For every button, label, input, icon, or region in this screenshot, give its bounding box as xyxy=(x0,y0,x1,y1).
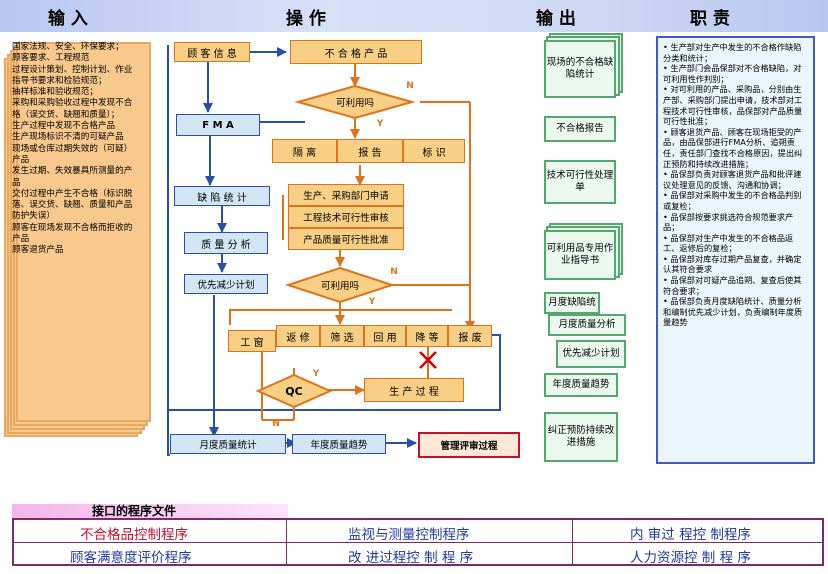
input-item: 顾客退货产品 xyxy=(12,245,64,256)
doc-monitor-measure[interactable]: 监视与测量控制程序 xyxy=(348,527,470,543)
header-input: 输 入 xyxy=(48,9,88,29)
output-monthly-analysis: 月度质量分析 xyxy=(548,314,626,336)
duty-item: • 品保部对库存过期产品复查，并确定认其符合要求 xyxy=(663,253,802,275)
duty-item: • 顾客退货产品、顾客在现场拒受的产品，由品保部进行FMA分析、追朔责任，责任部… xyxy=(663,126,803,169)
input-item: 发生过期、失效暴具所测量的产品 xyxy=(12,166,133,188)
isolate-box: 隔 离 xyxy=(272,139,337,163)
output-yearly-trend: 年度质量趋势 xyxy=(544,373,618,397)
duty-item: • 品保部负责对顾客退货产品和批评建议处理意见的反馈、沟通和协调； xyxy=(663,169,802,190)
screen-box: 筛 选 xyxy=(320,325,364,347)
input-item: 采购和采购验收过程中发现不合格（误交货、缺翘和质量）； xyxy=(12,98,133,120)
output-tech-feasibility: 技术可行性处理单 xyxy=(544,160,616,204)
duty-item: • 品保部对可疑产品追朔、复查后使其符合要求； xyxy=(663,275,802,296)
report-box: 报 告 xyxy=(337,139,403,163)
header-output: 输 出 xyxy=(536,9,576,29)
output-monthly-defect: 月度缺陷统 xyxy=(544,292,600,314)
no-label-1: N xyxy=(406,81,414,91)
no-label-3: N xyxy=(272,419,280,429)
duty-item: • 生产部门会品保部对不合格缺陷，对可利用性作判别； xyxy=(663,63,802,84)
input-item: 生产过程中发现不合格产品 xyxy=(12,121,116,132)
output-nonconforming-report: 不合格报告 xyxy=(544,116,616,142)
return-repair-box: 返 修 xyxy=(276,325,320,347)
fma-box: F M A xyxy=(176,114,260,136)
qc-decision: QC xyxy=(285,384,303,398)
downgrade-box: 降 等 xyxy=(406,325,448,347)
duty-item: • 对可利用的产品、采购品，分别由生产部、采购部门提出申请，技术部对工程技术可行… xyxy=(663,84,803,127)
duty-item: • 品保部对采购中发生的不合格品判别或复检； xyxy=(663,190,802,211)
yes-label-1: Y xyxy=(376,119,384,129)
input-item: 交付过程中产生不合格（标识脱落、误交货、缺翘、质量和产品防护失误） xyxy=(12,188,133,222)
scrap-box: 报 废 xyxy=(448,325,492,347)
yes-label-2: Y xyxy=(368,297,376,307)
production-box: 生 产 过 程 xyxy=(364,378,464,402)
quality-approve-box: 产品质量可行性批准 xyxy=(288,228,404,250)
input-item: 过程设计策划、控制计划、作业指导书要求和检验规范； xyxy=(12,64,133,86)
yes-label-3: Y xyxy=(312,369,320,379)
monthly-stats-box: 月度质量统计 xyxy=(170,434,286,454)
output-defect-stats: 现场的不合格缺陷统计 xyxy=(544,40,616,98)
input-item: 现场或仓库过期失效的（可疑）产品 xyxy=(12,143,133,165)
input-list: 国家法规、安全、环保要求；顾客要求、工程规范过程设计策划、控制计划、作业指导书要… xyxy=(12,42,140,257)
no-label-2: N xyxy=(390,267,398,277)
doc-hr-control[interactable]: 人力资源控 制 程 序 xyxy=(630,550,751,566)
duty-item: • 品保部负责月度缺陷统计、质量分析和编制优先减少计划，负责编制年度质量趋势 xyxy=(663,296,803,328)
interface-docs-table: 不合格品控制程序 监视与测量控制程序 内 审过 程控 制程序 顾客满意度评价程序… xyxy=(12,518,824,566)
duty-item: • 品保部对生产中发生的不合格品返工、返修后的复检； xyxy=(663,232,794,254)
mgmt-review-box: 管理评审过程 xyxy=(418,432,520,458)
input-item: 抽样标准和验收规范； xyxy=(12,87,98,98)
duty-item: • 生产部对生产中发生的不合格作缺陷分类和统计； xyxy=(663,42,802,63)
input-item: 顾客在现场发现不合格而拒收的产品 xyxy=(12,222,133,245)
output-usable-instructions: 可利用品专用作业指导书 xyxy=(544,230,616,280)
yearly-trend-box: 年度质量趋势 xyxy=(292,434,386,454)
responsibility-panel: • 生产部对生产中发生的不合格作缺陷分类和统计；• 生产部门会品保部对不合格缺陷… xyxy=(656,36,815,464)
output-corrective-actions: 纠正预防持续改进措施 xyxy=(544,412,618,462)
doc-customer-satisfaction[interactable]: 顾客满意度评价程序 xyxy=(70,550,192,566)
interface-docs-title: 接口的程序文件 xyxy=(12,504,288,518)
usable-decision-1: 可利用吗 xyxy=(335,98,374,109)
responsibility-list: • 生产部对生产中发生的不合格作缺陷分类和统计；• 生产部门会品保部对不合格缺陷… xyxy=(663,42,809,328)
column-header-bar: 输 入 操 作 输 出 职 责 xyxy=(0,0,828,32)
mark-box: 标 识 xyxy=(403,139,465,163)
input-item: 顾客要求、工程规范 xyxy=(12,53,90,64)
input-panel xyxy=(4,40,152,437)
duty-item: • 品保部按要求挑选符合规范要求产品； xyxy=(663,211,794,233)
header-operation: 操 作 xyxy=(286,9,326,29)
quality-analysis-box: 质 量 分 析 xyxy=(184,232,268,254)
header-duty: 职 责 xyxy=(690,9,730,29)
dept-request-box: 生产、采购部门申请 xyxy=(288,184,404,206)
tech-review-box: 工程技术可行性审核 xyxy=(288,206,404,228)
customer-info-box: 顾 客 信 息 xyxy=(174,42,250,62)
input-item: 国家法规、安全、环保要求； xyxy=(12,42,124,52)
usable-decision-2: 可利用吗 xyxy=(320,281,359,292)
output-priority-plan: 优先减少计划 xyxy=(556,340,626,368)
rework-box: 工 窗 xyxy=(228,330,276,352)
nonconforming-product-box: 不 合 格 产 品 xyxy=(290,40,422,64)
priority-plan-box: 优先减少计划 xyxy=(184,274,268,294)
defect-stats-box: 缺 陷 统 计 xyxy=(174,186,270,206)
doc-internal-audit[interactable]: 内 审过 程控 制程序 xyxy=(630,527,751,543)
input-item: 生产现场标识不清的可疑产品 xyxy=(12,132,124,143)
doc-improvement-control[interactable]: 改 进过程控 制 程 序 xyxy=(348,550,474,566)
doc-nonconforming-control[interactable]: 不合格品控制程序 xyxy=(80,527,188,543)
reuse-box: 回 用 xyxy=(364,325,406,347)
